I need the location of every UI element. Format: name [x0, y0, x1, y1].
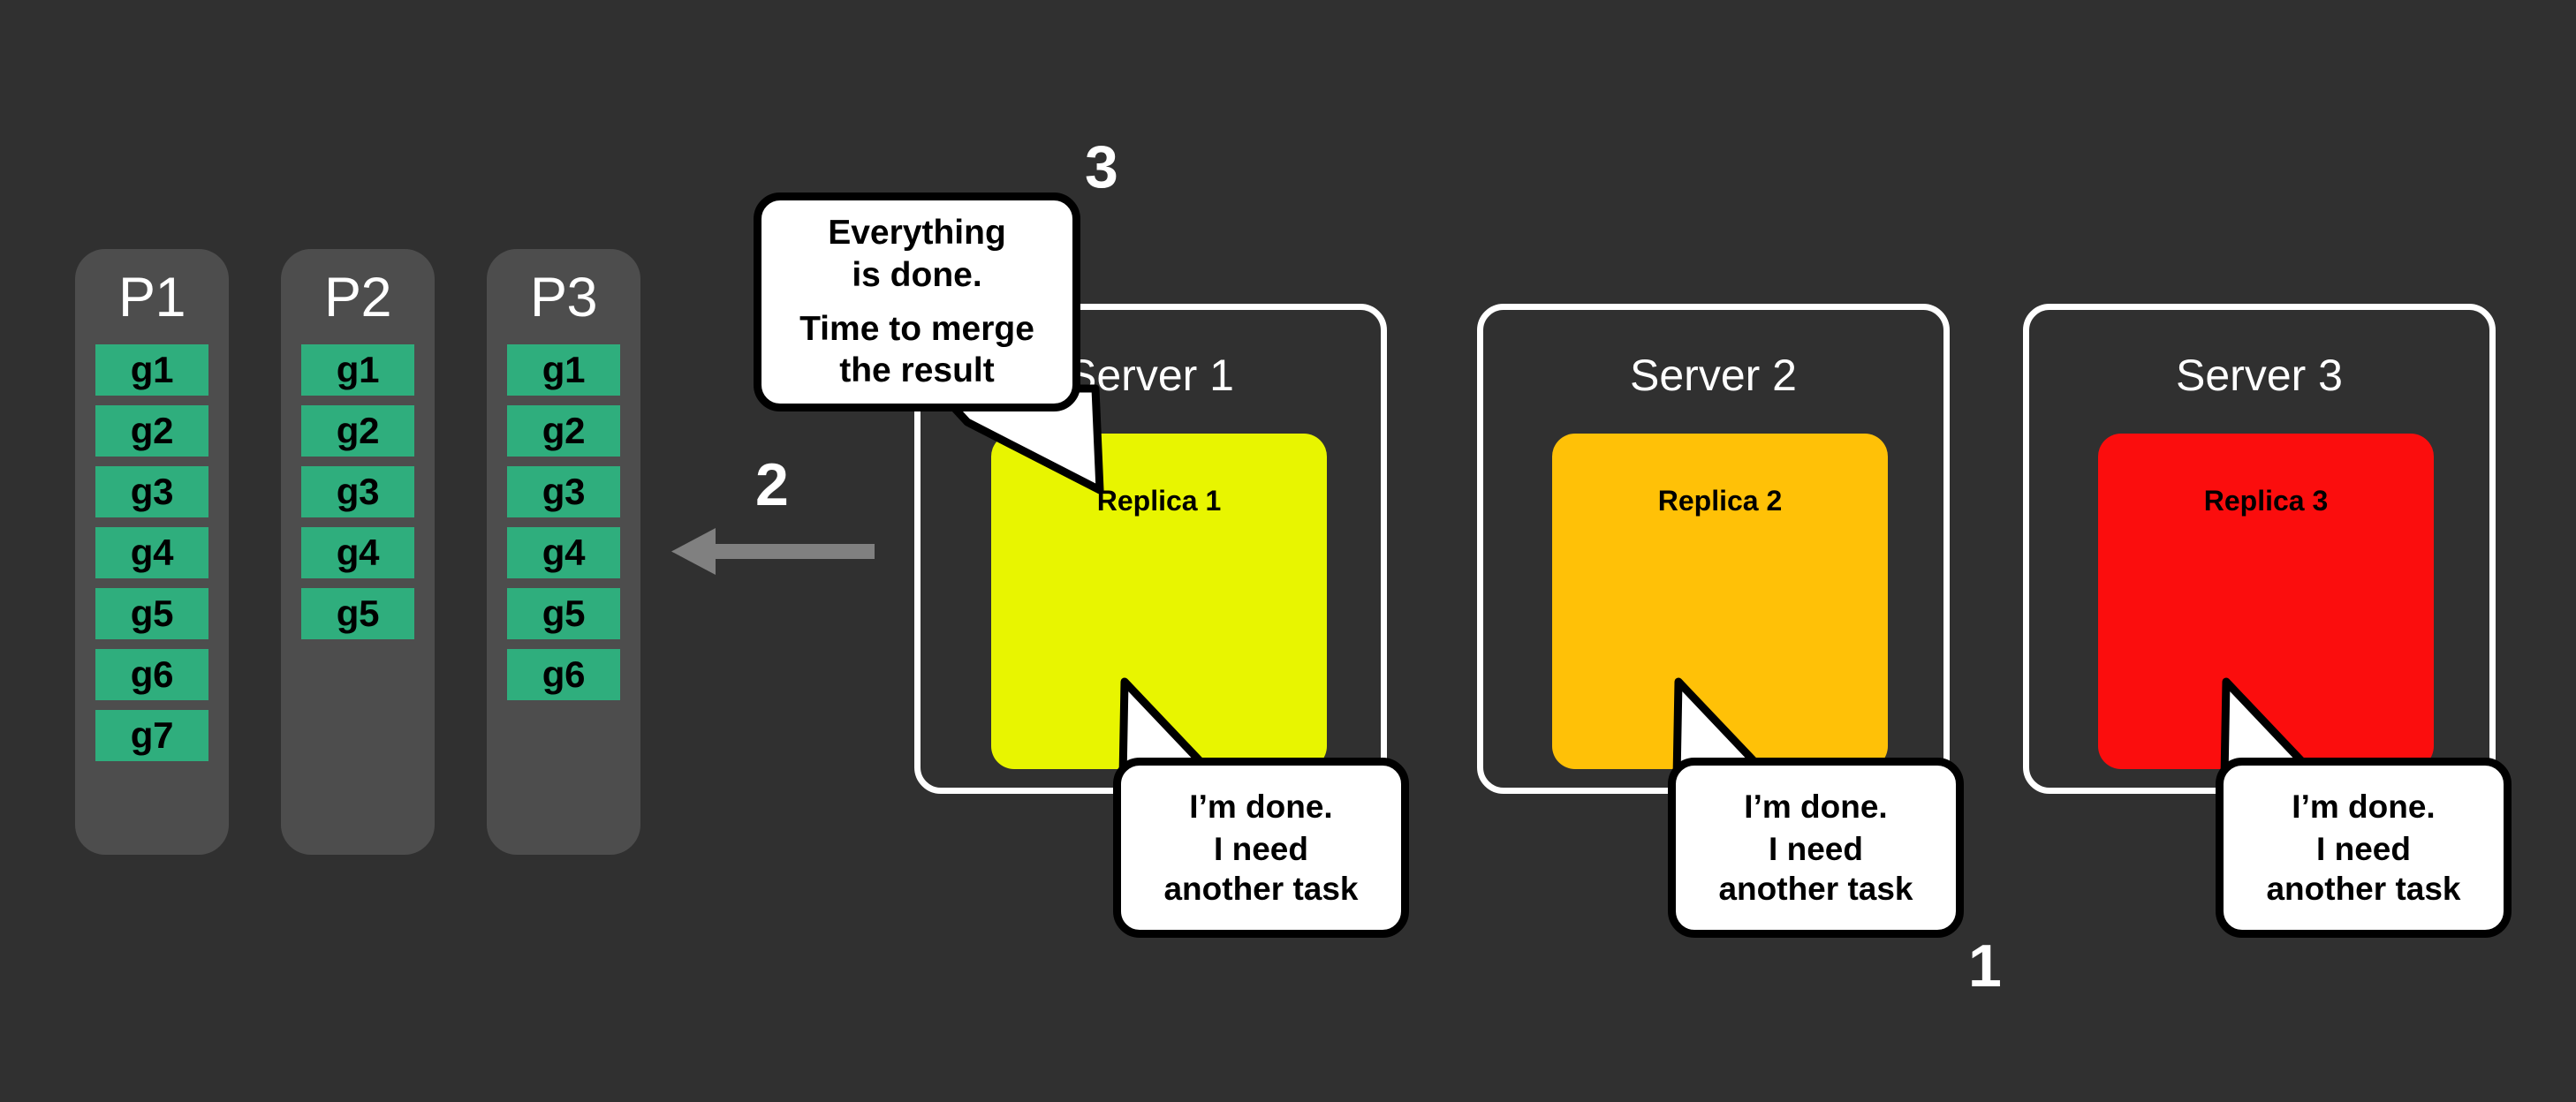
bubble-line: I’m done. [1744, 788, 1888, 825]
server-label: Server 2 [1630, 351, 1797, 400]
group-block: g6 [95, 649, 208, 701]
arrow-left-icon [671, 528, 875, 575]
group-block: g1 [507, 344, 620, 396]
partition-column-p3: P3 g1 g2 g3 g4 g5 g6 [487, 249, 640, 855]
group-block: g4 [507, 527, 620, 579]
group-block: g5 [301, 588, 414, 640]
group-block: g2 [507, 405, 620, 457]
group-block: g7 [95, 710, 208, 762]
partition-label: P3 [529, 267, 598, 328]
group-block-list: g1 g2 g3 g4 g5 g6 [507, 344, 620, 701]
group-block: g6 [507, 649, 620, 701]
bubble-line: another task [2266, 871, 2461, 908]
bubble-line: is done. [852, 255, 982, 294]
group-block-list: g1 g2 g3 g4 g5 g6 g7 [95, 344, 208, 762]
server-2-speech-bubble: I’m done. I need another task [1668, 758, 1964, 938]
group-block: g5 [507, 588, 620, 640]
partition-label: P1 [117, 267, 186, 328]
bubble-line: I need [2316, 830, 2411, 867]
group-block: g4 [301, 527, 414, 579]
step-number-2: 2 [755, 451, 789, 518]
group-block: g3 [301, 466, 414, 518]
bubble-line: I need [1769, 830, 1863, 867]
replica-block-3 [2098, 434, 2434, 769]
replica-block-2 [1552, 434, 1888, 769]
bubble-line: another task [1718, 871, 1913, 908]
server-1-speech-bubble: I’m done. I need another task [1113, 758, 1409, 938]
bubble-line: the result [839, 351, 995, 390]
bubble-line: I need [1214, 830, 1308, 867]
group-block: g3 [95, 466, 208, 518]
group-block: g4 [95, 527, 208, 579]
server-3-speech-bubble: I’m done. I need another task [2216, 758, 2512, 938]
replica-label: Replica 3 [2203, 485, 2329, 517]
replica-label: Replica 1 [1096, 485, 1222, 517]
group-block: g2 [95, 405, 208, 457]
step-number-1: 1 [1968, 932, 2002, 1000]
partition-column-p1: P1 g1 g2 g3 g4 g5 g6 g7 [75, 249, 229, 855]
group-block: g5 [95, 588, 208, 640]
partition-label: P2 [323, 267, 392, 328]
bubble-line: Time to merge [799, 309, 1034, 348]
step-number-3: 3 [1085, 133, 1118, 200]
group-block: g1 [301, 344, 414, 396]
merge-speech-bubble: Everything is done. Time to merge the re… [754, 192, 1080, 411]
bubble-line: I’m done. [1189, 788, 1333, 825]
group-block: g1 [95, 344, 208, 396]
group-block: g3 [507, 466, 620, 518]
group-block-list: g1 g2 g3 g4 g5 [301, 344, 414, 640]
bubble-line: Everything [828, 214, 1006, 253]
group-block: g2 [301, 405, 414, 457]
bubble-line: another task [1163, 871, 1359, 908]
bubble-line: I’m done. [2292, 788, 2436, 825]
partition-column-p2: P2 g1 g2 g3 g4 g5 [281, 249, 435, 855]
replica-label: Replica 2 [1657, 485, 1783, 517]
server-label: Server 3 [2176, 351, 2343, 400]
